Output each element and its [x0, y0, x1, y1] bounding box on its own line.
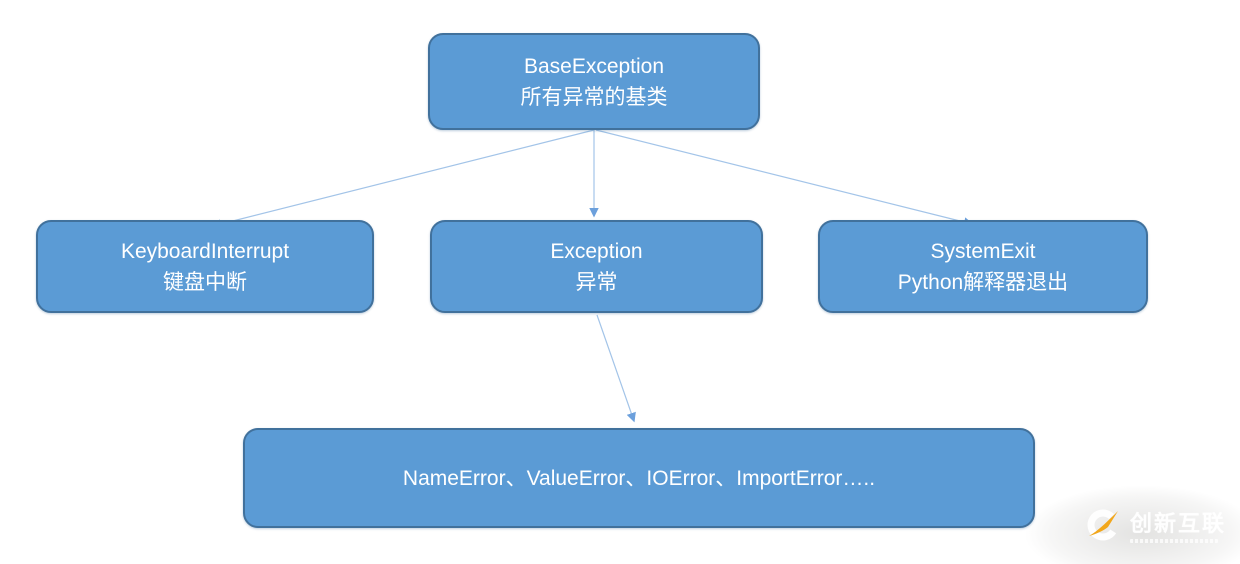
edge-exception-to-suberrors — [596, 314, 636, 423]
node-baseexception: BaseException 所有异常的基类 — [428, 33, 760, 130]
node-keyboardinterrupt-name: KeyboardInterrupt — [120, 239, 290, 263]
edge-base-to-systemexit — [595, 129, 974, 227]
node-suberrors-list: NameError、ValueError、IOError、ImportError… — [402, 466, 876, 490]
cx-logo-icon — [1085, 507, 1121, 548]
edge-base-to-keyboardinterrupt — [211, 129, 595, 229]
node-suberrors: NameError、ValueError、IOError、ImportError… — [243, 428, 1035, 528]
node-exception-desc: 异常 — [575, 270, 618, 294]
node-exception: Exception 异常 — [430, 220, 763, 313]
node-systemexit-name: SystemExit — [930, 239, 1036, 263]
node-keyboardinterrupt: KeyboardInterrupt 键盘中断 — [36, 220, 374, 313]
node-baseexception-name: BaseException — [523, 54, 665, 78]
node-exception-name: Exception — [550, 239, 643, 263]
watermark-brand-text: 创新互联 — [1129, 511, 1226, 536]
watermark-tagline — [1129, 539, 1218, 543]
node-keyboardinterrupt-desc: 键盘中断 — [163, 270, 247, 294]
watermark: 创新互联 — [1005, 469, 1240, 564]
node-systemexit: SystemExit Python解释器退出 — [818, 220, 1148, 313]
node-baseexception-desc: 所有异常的基类 — [520, 85, 668, 109]
node-systemexit-desc: Python解释器退出 — [897, 270, 1069, 294]
